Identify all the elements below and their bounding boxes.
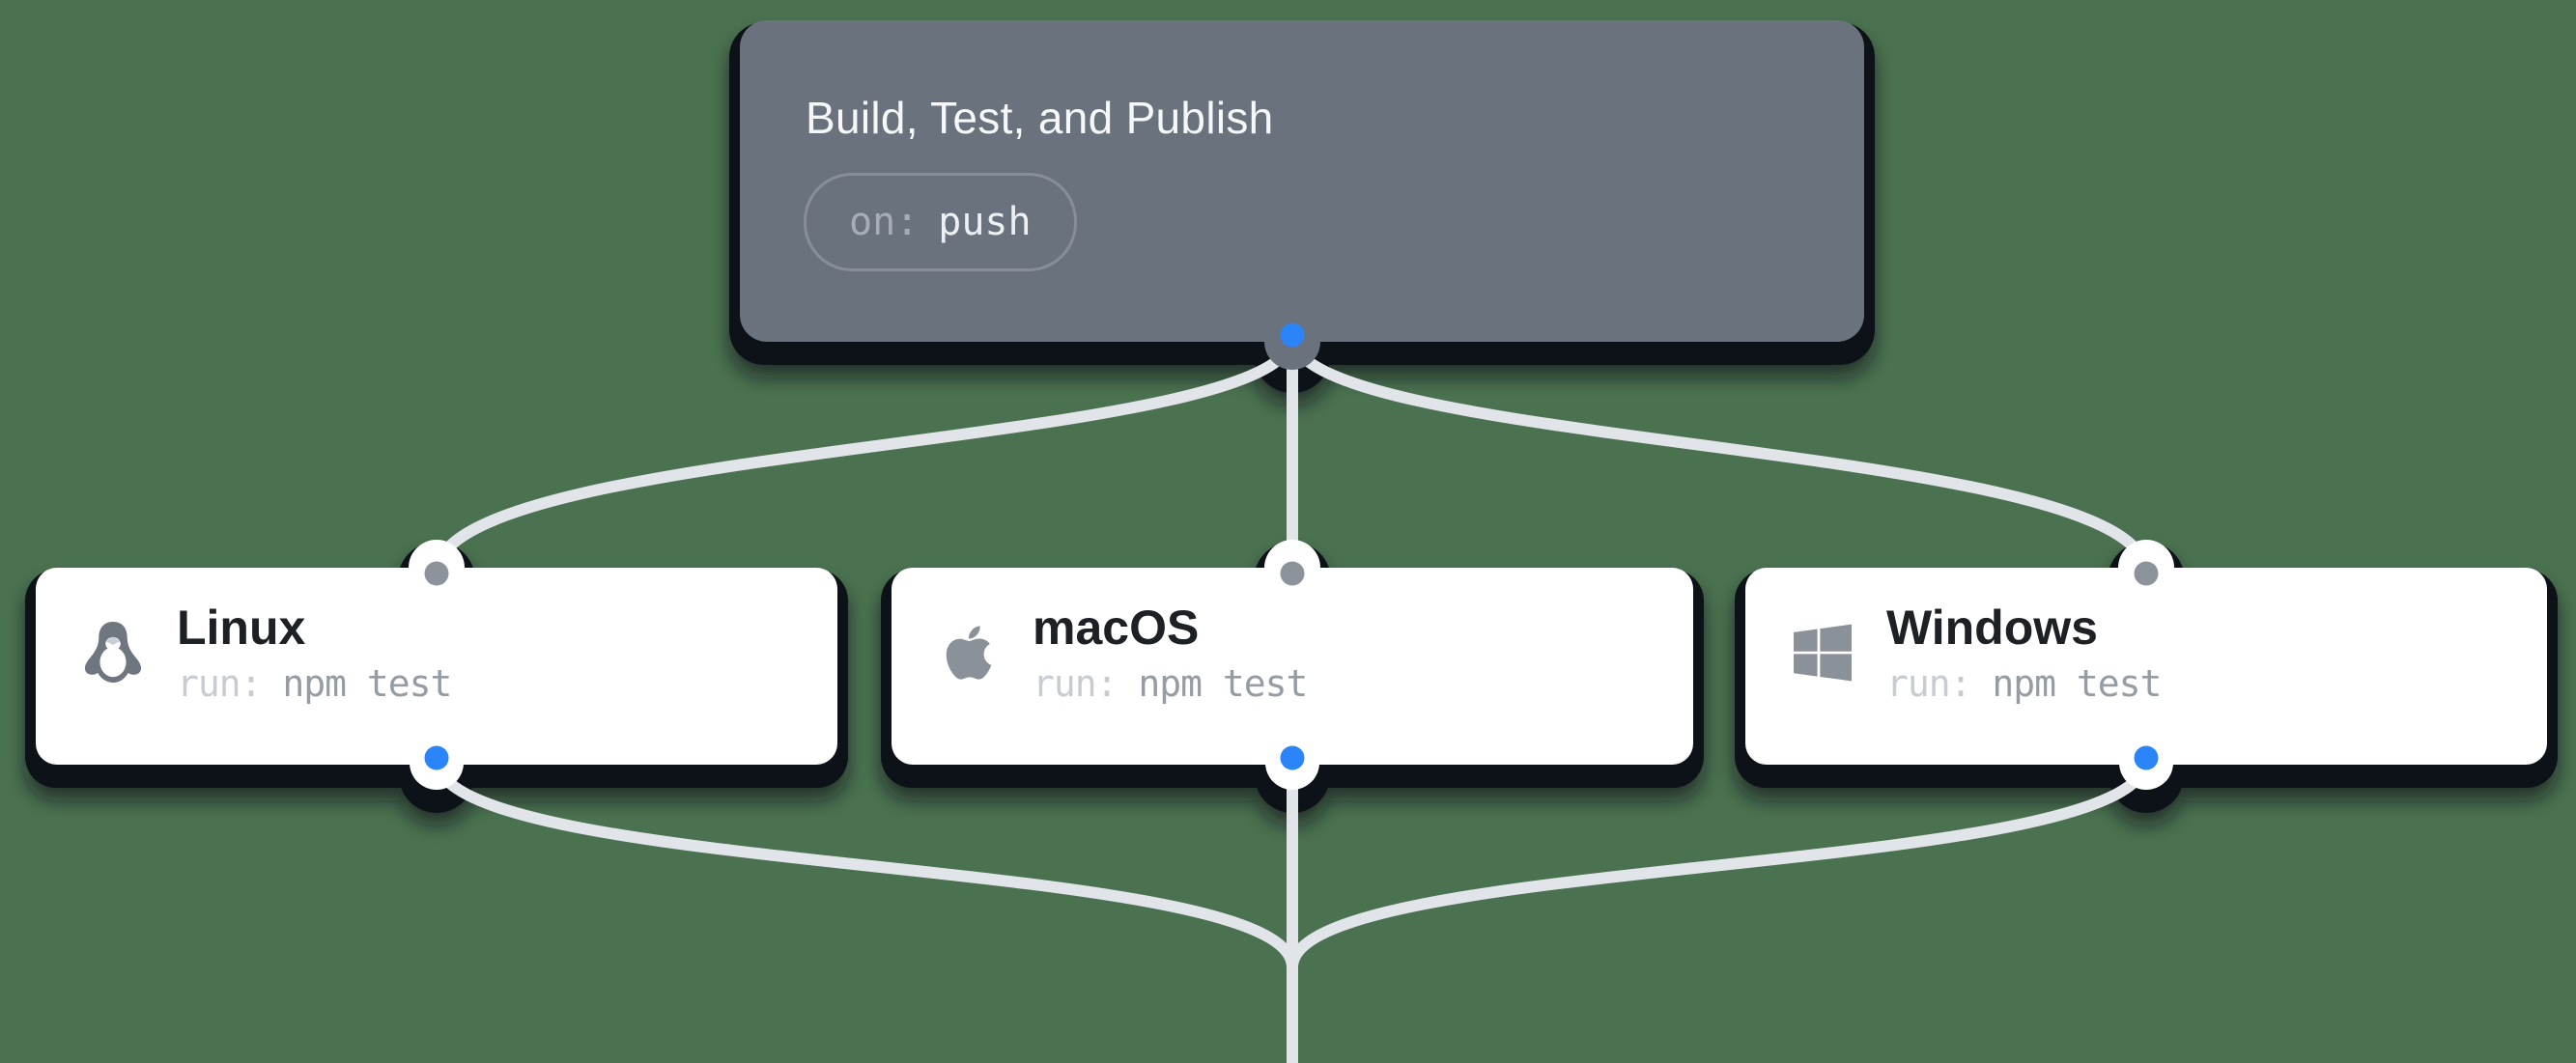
trigger-badge-value: push: [938, 200, 1032, 244]
edge-trigger-to-linux: [431, 330, 1298, 579]
run-key: run:: [177, 662, 263, 705]
trigger-event-badge: on: push: [804, 173, 1077, 271]
run-value: npm test: [1992, 662, 2162, 705]
job-run-command: run: npm test: [1033, 662, 1308, 707]
run-value: npm test: [1138, 662, 1308, 705]
apple-icon: [938, 620, 1000, 685]
linux-penguin-icon: [82, 620, 144, 685]
job-card-linux[interactable]: Linux run: npm test: [36, 568, 837, 765]
job-input-port-macos: [1280, 561, 1305, 586]
windows-icon: [1792, 620, 1854, 685]
job-card-windows[interactable]: Windows run: npm test: [1745, 568, 2547, 765]
trigger-badge-key: on:: [849, 200, 920, 244]
job-input-port-windows: [2134, 561, 2159, 586]
run-key: run:: [1886, 662, 1972, 705]
job-title: Linux: [177, 601, 306, 655]
trigger-output-port: [1280, 322, 1305, 348]
job-input-port-linux: [424, 561, 449, 586]
connector-ports: [424, 322, 2159, 770]
run-value: npm test: [282, 662, 452, 705]
edge-trigger-to-windows: [1287, 330, 2152, 579]
card-surfaces: [36, 20, 2547, 790]
job-output-port-linux: [424, 745, 449, 770]
job-card-surface-macos[interactable]: [892, 540, 1693, 790]
job-run-command: run: npm test: [1886, 662, 2162, 707]
trigger-card-title: Build, Test, and Publish: [806, 93, 1274, 143]
job-card-macos[interactable]: macOS run: npm test: [892, 568, 1693, 765]
edge-windows-to-next: [1287, 753, 2152, 973]
trigger-card[interactable]: Build, Test, and Publish on: push: [740, 20, 1864, 342]
connection-edges: [431, 330, 2152, 1063]
job-title: Windows: [1886, 601, 2098, 655]
edge-linux-to-next: [431, 753, 1298, 1063]
job-output-port-windows: [2134, 745, 2159, 770]
run-key: run:: [1033, 662, 1118, 705]
job-output-port-macos: [1280, 745, 1305, 770]
job-title: macOS: [1033, 601, 1200, 655]
job-run-command: run: npm test: [177, 662, 452, 707]
